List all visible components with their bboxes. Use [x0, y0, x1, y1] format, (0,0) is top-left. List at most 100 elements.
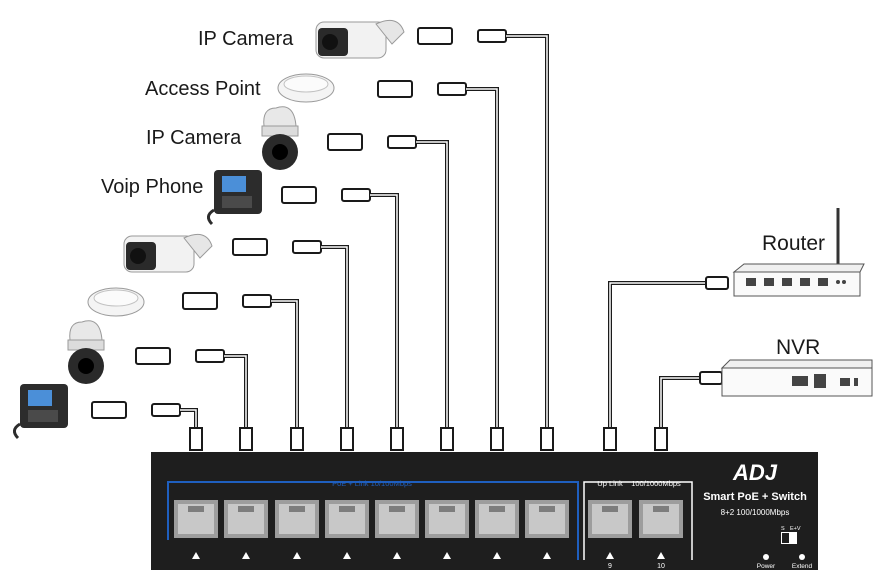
port-latch	[539, 506, 555, 512]
cable-core	[370, 194, 398, 428]
cable	[182, 292, 299, 428]
dome-camera-icon	[67, 320, 105, 384]
dip-label-s: S	[781, 526, 785, 532]
port-indicator-icon	[493, 552, 501, 559]
rj45-plug-icon	[437, 82, 467, 96]
cable-core	[609, 282, 710, 428]
cable	[377, 80, 499, 428]
access-point-icon	[277, 73, 335, 103]
port-latch	[653, 506, 669, 512]
cable-line	[180, 408, 198, 428]
cable-core	[506, 35, 548, 428]
uplink-speed-label: 100/1000Mbps	[631, 479, 681, 488]
rj45-connector-icon	[91, 401, 127, 419]
dip-switch-knob	[782, 533, 789, 543]
rj45-plug-icon	[705, 276, 729, 290]
voip-phone-icon	[207, 170, 262, 226]
rj45-plug-icon	[340, 427, 354, 451]
cable-core	[466, 88, 498, 428]
rj45-plug-icon	[387, 135, 417, 149]
cable-line	[659, 376, 704, 428]
cable-core	[416, 141, 448, 428]
poe-group-frame	[167, 481, 579, 560]
cable	[327, 133, 449, 428]
port-indicator-icon	[293, 552, 301, 559]
rj45-plug-icon	[603, 427, 617, 451]
rj45-plug-icon	[341, 188, 371, 202]
port-latch	[339, 506, 355, 512]
rj45-connector-icon	[417, 27, 453, 45]
port-latch	[602, 506, 618, 512]
port-latch	[238, 506, 254, 512]
uplink-group-frame	[583, 481, 693, 560]
rj45-connector-icon	[377, 80, 413, 98]
uplink-label: Up Link	[597, 479, 623, 488]
cables-layer	[91, 27, 729, 428]
rj45-plug-icon	[292, 240, 322, 254]
port-indicator-icon	[343, 552, 351, 559]
cable-line	[506, 34, 549, 428]
cable-line	[224, 354, 248, 428]
voip-phone-icon	[13, 384, 68, 440]
ethernet-port	[475, 500, 519, 559]
plugs-layer	[189, 427, 668, 451]
extend-label: Extend	[792, 563, 813, 570]
rj45-connector-icon	[281, 186, 317, 204]
rj45-plug-icon	[195, 349, 225, 363]
rj45-plug-icon	[242, 294, 272, 308]
cable-line	[370, 193, 399, 428]
poe-switch: PoE + Link 10/100Mbps Up Link 100/1000Mb…	[151, 452, 818, 570]
label-nvr: NVR	[776, 336, 821, 359]
poe-group-label: PoE + Link 10/100Mbps	[332, 479, 412, 488]
port-number-9: 9	[608, 563, 612, 570]
cable-core	[224, 355, 247, 428]
port-indicator-icon	[606, 552, 614, 559]
nvr-icon	[720, 359, 873, 397]
port-indicator-icon	[443, 552, 451, 559]
dip-label-ev: E+V	[790, 526, 801, 532]
switch-ports	[174, 500, 683, 559]
cable	[281, 186, 399, 428]
ethernet-port	[375, 500, 419, 559]
port-indicator-icon	[242, 552, 250, 559]
port-indicator-icon	[192, 552, 200, 559]
ethernet-port	[525, 500, 569, 559]
ethernet-port	[174, 500, 218, 559]
dome-camera-icon	[261, 106, 299, 170]
rj45-plug-icon	[654, 427, 668, 451]
switch-model: Smart PoE + Switch	[703, 491, 807, 503]
label-voip-phone: Voip Phone	[101, 176, 204, 198]
rj45-plug-icon	[290, 427, 304, 451]
port-latch	[188, 506, 204, 512]
extend-led	[799, 554, 805, 560]
ethernet-port	[639, 500, 683, 559]
cable	[232, 238, 349, 428]
cable-core	[660, 377, 704, 428]
cable-core	[271, 300, 298, 428]
port-indicator-icon	[657, 552, 665, 559]
ethernet-port	[275, 500, 319, 559]
rj45-plug-icon	[151, 403, 181, 417]
port-latch	[439, 506, 455, 512]
brand-logo: ADJ	[732, 460, 778, 485]
rj45-connector-icon	[327, 133, 363, 151]
rj45-plug-icon	[390, 427, 404, 451]
ethernet-port	[325, 500, 369, 559]
label-ip-camera-2: IP Camera	[146, 127, 242, 149]
rj45-plug-icon	[699, 371, 723, 385]
port-number-10: 10	[657, 563, 665, 570]
bullet-camera-icon	[315, 19, 405, 59]
rj45-plug-icon	[540, 427, 554, 451]
port-indicator-icon	[393, 552, 401, 559]
label-ip-camera-1: IP Camera	[198, 28, 294, 50]
router-icon	[732, 208, 865, 297]
rj45-plug-icon	[239, 427, 253, 451]
cable	[91, 401, 198, 428]
cable-line	[271, 299, 299, 428]
uplink-cable	[608, 276, 729, 428]
switch-spec: 8+2 100/1000Mbps	[721, 508, 790, 517]
cable-line	[466, 87, 499, 428]
cable-core	[180, 409, 197, 428]
